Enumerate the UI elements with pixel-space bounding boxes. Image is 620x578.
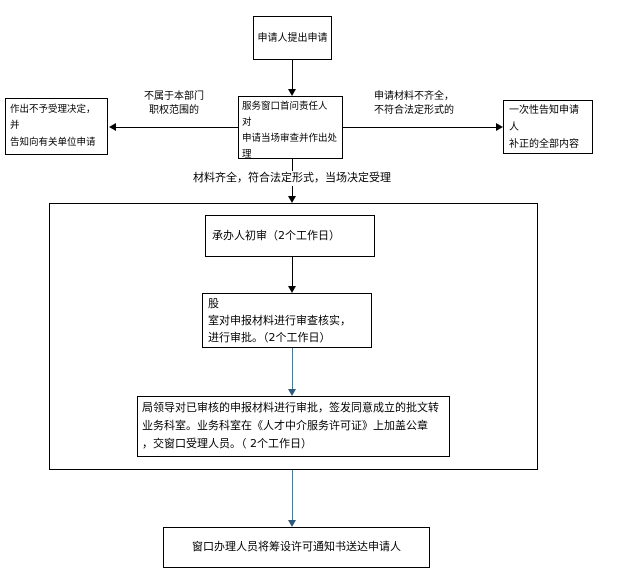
arrow-down-icon [288, 520, 296, 527]
edge-label-accepted-on-spot: 材料齐全，符合法定形式，当场决定受理 [167, 171, 417, 186]
node-window-review: 服务窗口首问责任人 对 申请当场审查并作出处 理 [238, 96, 343, 160]
node-supplement-notice: 一次性告知申请人 补正的全部内容 [503, 100, 593, 154]
arrow-down-icon [288, 89, 296, 96]
edge-label-out-of-scope: 不属于本部门 职权范围的 [144, 91, 204, 116]
process-group-frame [49, 203, 538, 470]
edge-label-materials-incomplete: 申请材料不齐全， 不符合法定形式的 [374, 91, 454, 116]
arrow-down-icon [288, 389, 296, 396]
node-section-review: 股 室对申报材料进行审查核实， 进行审批。（2个工作日） [202, 293, 372, 348]
arrow-window-to-supplement-line [343, 127, 496, 128]
node-leader-approval: 局领导对已审核的申报材料进行审批，签发同意成立的批文转 业务科室。业务科室在《人… [137, 396, 450, 457]
node-deliver-notice: 窗口办理人员将筹设许可通知书送达申请人 [163, 527, 430, 568]
node-initial-review: 承办人初审（2个工作日） [205, 215, 375, 257]
arrow-down-icon [288, 196, 296, 203]
arrow-start-to-window-line [292, 60, 293, 90]
arrow-initial-to-section-line [292, 257, 293, 286]
arrow-down-icon [288, 286, 296, 293]
arrow-window-to-reject-line [116, 127, 238, 128]
arrow-right-icon [496, 123, 503, 131]
arrow-section-to-leader-line [292, 348, 293, 389]
node-applicant-submit: 申请人提出申请 [253, 16, 332, 60]
arrow-group-to-deliver-line [292, 470, 293, 520]
node-reject-decision: 作出不予受理决定，并 告知向有关单位申请 [5, 98, 108, 155]
arrow-left-icon [109, 123, 116, 131]
